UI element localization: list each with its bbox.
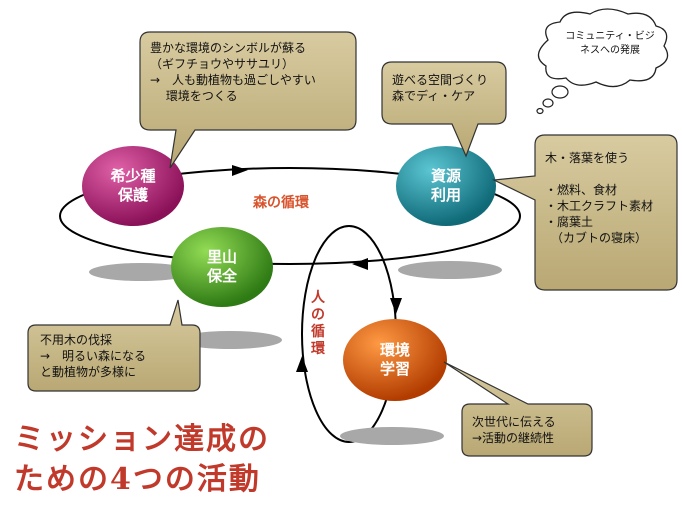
shadow-satoyama — [178, 331, 282, 349]
callout-wood-shape — [491, 134, 678, 291]
node-resource-use-label: 資源 利用 — [430, 167, 461, 204]
thought-bubble-dot-3 — [536, 107, 544, 115]
callout-symbol-shape — [139, 31, 357, 169]
callout-next-gen-shape — [443, 361, 593, 457]
human-cycle-arrow-left — [296, 356, 308, 372]
node-rare-species-label: 希少種 保護 — [110, 167, 156, 204]
callout-play-space-text: 遊べる空間づくり 森でディ・ケア — [392, 73, 489, 103]
thought-bubble-dot-1 — [551, 85, 569, 99]
callout-thinning-shape — [27, 299, 201, 392]
callout-next-gen-text: 次世代に伝える →活動の継続性 — [472, 415, 556, 445]
mission-title-line2: ための4つの活動 — [14, 462, 261, 497]
node-resource-use-circle — [396, 146, 496, 226]
forest-cycle-arrow-top — [232, 165, 248, 176]
shadow-resource-use — [398, 261, 502, 279]
callout-symbol-text: 豊かな環境のシンボルが蘇る （ギフチョウやササユリ） → 人も動植物も過ごしやす… — [150, 41, 316, 103]
node-env-learning-label: 環境 学習 — [379, 341, 410, 378]
thought-bubble-dot-2 — [542, 98, 554, 108]
callout-thinning-text: 不用木の伐採 → 明るい森になる と動植物が多様に — [40, 333, 147, 379]
human-cycle-label: 人の循環 — [311, 290, 325, 357]
shadow-env-learning — [340, 427, 444, 445]
callout-play-space-shape — [381, 61, 507, 158]
callout-wood-text: 木・落葉を使う ・燃料、食材 ・木工クラフト素材 ・腐葉土 （カブトの寝床） — [545, 151, 654, 245]
node-rare-species-circle — [82, 146, 184, 226]
forest-cycle-loop — [59, 167, 521, 265]
thought-bubble-cloud — [537, 8, 669, 88]
mission-title-line1: ミッション達成の — [14, 422, 270, 457]
forest-cycle-label: 森の循環 — [253, 195, 309, 211]
shadow-rare-species — [89, 263, 193, 281]
node-env-learning-circle — [343, 319, 447, 401]
node-satoyama-circle — [171, 227, 273, 307]
thought-bubble-text: コミュニティ・ビジ ネスへの発展 — [565, 31, 655, 56]
forest-cycle-arrow-bottom — [352, 258, 368, 270]
human-cycle-arrow-right — [390, 298, 402, 314]
node-satoyama-label: 里山 保全 — [206, 248, 237, 285]
